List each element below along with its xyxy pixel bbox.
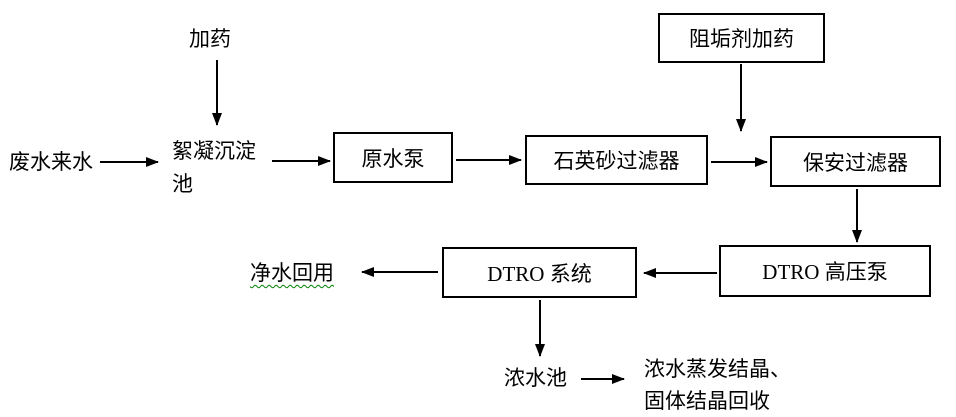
node-security-filter: 保安过滤器: [770, 136, 941, 187]
node-antiscalant-dosing: 阻垢剂加药: [658, 13, 825, 63]
label-clean-water-reuse: 净水回用: [250, 261, 334, 285]
label-concentrate-treatment: 浓水蒸发结晶、 固体结晶回收: [644, 357, 791, 413]
label-flocculation-tank: 絮凝沉淀 池: [172, 139, 256, 196]
node-raw-water-pump: 原水泵: [333, 132, 453, 183]
label-wastewater-in: 废水来水: [9, 150, 93, 174]
label-dosing: 加药: [189, 27, 231, 51]
node-dtro-hp-pump: DTRO 高压泵: [719, 245, 931, 297]
node-dtro-system: DTRO 系统: [442, 247, 637, 298]
node-quartz-sand-filter: 石英砂过滤器: [525, 135, 708, 185]
label-concentrate-tank: 浓水池: [504, 366, 567, 390]
